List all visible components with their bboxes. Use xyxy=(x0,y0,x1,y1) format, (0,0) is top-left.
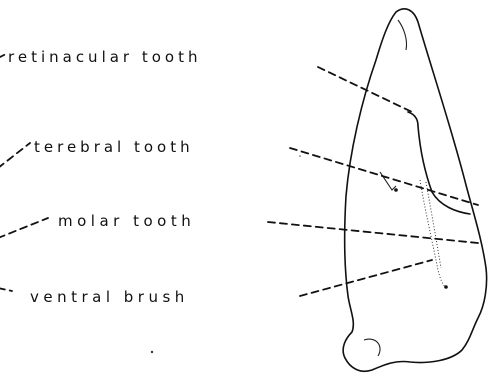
brush-point xyxy=(444,285,448,289)
molar-left-stub xyxy=(0,218,48,238)
condyle-curve xyxy=(364,339,380,356)
ventral-left-stub xyxy=(0,288,12,291)
terebral-point xyxy=(394,188,398,192)
mandible-outline xyxy=(343,9,486,371)
molar-tooth-label: molar tooth xyxy=(58,212,195,230)
retinacular-left-stub xyxy=(0,54,6,58)
ventral-brush-bristles xyxy=(420,180,446,288)
ventral-brush-label: ventral brush xyxy=(30,288,189,306)
retinacular-leader xyxy=(318,67,412,112)
terebral-tooth-label: terebral tooth xyxy=(34,138,194,156)
speck xyxy=(299,155,301,157)
mandible-drawing xyxy=(343,9,486,371)
speck xyxy=(151,351,153,353)
ventral-leader xyxy=(300,260,432,296)
apex-inner-curve xyxy=(398,20,407,50)
retinacular-tooth-label: retinacular tooth xyxy=(8,48,202,66)
terebral-leader xyxy=(290,148,478,205)
molar-leader xyxy=(268,222,478,243)
terebral-left-stub xyxy=(0,143,30,168)
terebral-tooth-shape xyxy=(380,172,396,190)
